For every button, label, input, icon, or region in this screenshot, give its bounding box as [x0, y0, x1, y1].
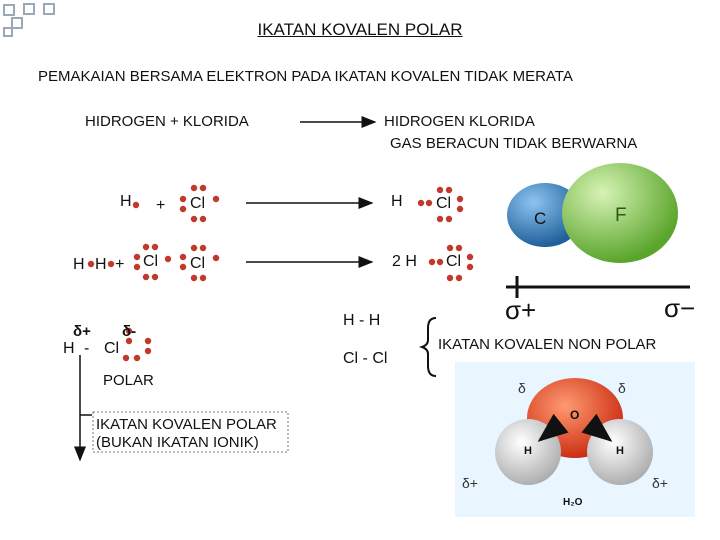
polar-h: H: [63, 340, 75, 357]
water-o-label: O: [570, 408, 580, 422]
water-h-right-label: H: [616, 445, 624, 457]
row1-h: H: [120, 193, 132, 210]
corner-square: [3, 27, 13, 37]
sigma-minus-label: σ−: [664, 293, 696, 323]
electron-dot: [132, 201, 140, 209]
row2-h2: H: [95, 256, 107, 273]
electron-dot: [87, 260, 95, 268]
polar-cl-electron-dots: [122, 327, 152, 362]
nonpolar-hh: H - H: [343, 312, 381, 329]
model-c-label: C: [534, 209, 547, 228]
row2-cl2: Cl: [190, 255, 206, 272]
reactants-label: HIDROGEN + KLORIDA: [85, 113, 249, 130]
row1-product-cl: Cl: [436, 195, 452, 212]
row1-cl: Cl: [190, 195, 206, 212]
row1-product-h: H: [391, 193, 403, 210]
polar-cl: Cl: [104, 340, 120, 357]
result-line2: (BUKAN IKATAN IONIK): [96, 434, 259, 451]
water-formula: H₂O: [563, 497, 583, 508]
result-line1: IKATAN KOVALEN POLAR: [96, 416, 277, 433]
water-delta-h-left: δ+: [462, 475, 478, 491]
product-note: GAS BERACUN TIDAK BERWARNA: [390, 135, 638, 152]
model-f-label: F: [615, 205, 627, 226]
result-box: [92, 411, 289, 453]
row2-cl1: Cl: [143, 253, 159, 270]
delta-plus: δ+: [73, 323, 91, 340]
corner-square: [3, 4, 15, 16]
hcl-model-f-atom: [562, 163, 678, 263]
corner-bullets: [3, 3, 55, 37]
polar-dash: -: [84, 340, 90, 357]
sigma-plus-label: σ+: [505, 295, 537, 325]
row1-plus: +: [156, 197, 166, 214]
product-label: HIDROGEN KLORIDA: [384, 113, 535, 130]
page-title: IKATAN KOVALEN POLAR: [257, 20, 463, 39]
water-h-left-label: H: [524, 445, 532, 457]
cl-electron-dots: [179, 184, 220, 223]
polar-label: POLAR: [103, 372, 154, 389]
electron-dot: [107, 260, 115, 268]
cl2-electron-dots: [179, 244, 220, 282]
water-arrow-right: [581, 413, 613, 442]
water-delta-h-right: δ+: [652, 475, 668, 491]
nonpolar-brace: [418, 317, 437, 377]
corner-square: [43, 3, 55, 15]
cl1-electron-dots: [133, 243, 172, 281]
corner-square: [11, 17, 23, 29]
product-cl-electron-dots: [417, 186, 464, 223]
product-cl2-electron-dots: [428, 244, 474, 282]
delta-minus: δ-: [122, 323, 137, 340]
nonpolar-label: IKATAN KOVALEN NON POLAR: [438, 336, 657, 353]
row2-product-cl: Cl: [446, 253, 462, 270]
corner-square: [23, 3, 35, 15]
row2-h1: H: [73, 256, 85, 273]
water-delta-o-right: δ: [618, 380, 626, 396]
page-subtitle: PEMAKAIAN BERSAMA ELEKTRON PADA IKATAN K…: [38, 68, 573, 85]
hcl-model-c-atom: [507, 183, 583, 247]
water-arrow-left: [537, 413, 569, 442]
row2-product-h: 2 H: [392, 253, 417, 270]
row2-plus: +: [115, 256, 125, 273]
nonpolar-clcl: Cl - Cl: [343, 350, 388, 367]
water-delta-o-left: δ: [518, 380, 526, 396]
